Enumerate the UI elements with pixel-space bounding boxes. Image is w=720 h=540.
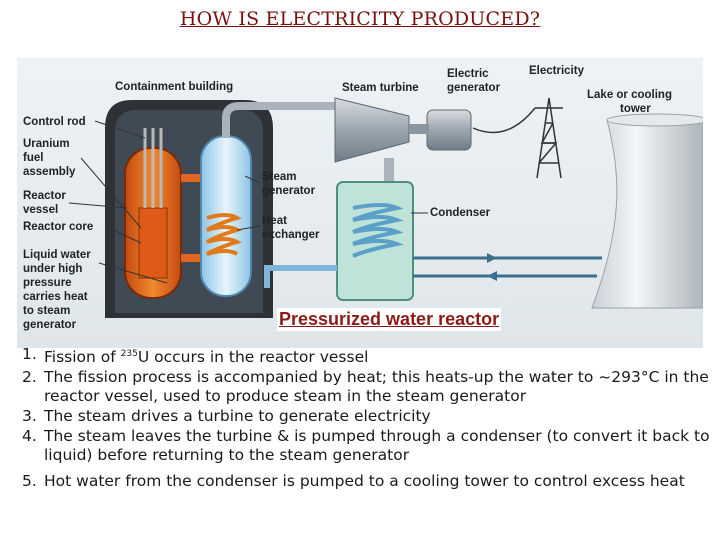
label-steam-generator-1: Steam xyxy=(262,171,297,183)
reactor-core xyxy=(138,207,168,279)
steam-turbine xyxy=(334,97,410,163)
step-item: 2. The fission process is accompanied by… xyxy=(22,368,712,406)
step-text: Hot water from the condenser is pumped t… xyxy=(44,472,685,490)
label-uranium-3: assembly xyxy=(23,166,76,178)
label-uranium-1: Uranium xyxy=(23,138,70,150)
page-title: HOW IS ELECTRICITY PRODUCED? xyxy=(179,8,541,30)
electric-generator xyxy=(426,109,472,151)
step-text: U occurs in the reactor vessel xyxy=(137,348,369,366)
step-number: 2. xyxy=(22,368,37,386)
step-number: 3. xyxy=(22,407,37,425)
label-heat-exchanger-1: Heat xyxy=(262,215,287,227)
cooling-tower xyxy=(591,119,703,309)
step-text: The steam drives a turbine to generate e… xyxy=(44,407,431,425)
step-item: 3. The steam drives a turbine to generat… xyxy=(22,407,712,426)
label-reactor-vessel-1: Reactor xyxy=(23,190,66,202)
label-liquid-water-5: to steam xyxy=(23,305,70,317)
label-reactor-core: Reactor core xyxy=(23,221,93,233)
label-steam-generator-2: generator xyxy=(262,185,316,197)
label-containment-building: Containment building xyxy=(115,81,233,93)
transmission-tower xyxy=(472,97,563,179)
label-lake-1: Lake or cooling xyxy=(587,89,672,101)
step-text-pre: Fission of xyxy=(44,348,121,366)
label-electricity: Electricity xyxy=(529,65,585,77)
steps-list: 1. Fission of 235U occurs in the reactor… xyxy=(22,345,712,492)
label-control-rod: Control rod xyxy=(23,116,86,128)
step-item: 1. Fission of 235U occurs in the reactor… xyxy=(22,345,712,367)
step-number: 1. xyxy=(22,345,37,363)
step-number: 5. xyxy=(22,472,37,490)
isotope-mass-number: 235 xyxy=(120,349,138,359)
label-liquid-water-4: carries heat xyxy=(23,291,88,303)
label-uranium-2: fuel xyxy=(23,152,43,164)
cooling-tower-top xyxy=(606,113,703,127)
label-heat-exchanger-2: exchanger xyxy=(262,229,320,241)
step-number: 4. xyxy=(22,427,37,445)
label-liquid-water-3: pressure xyxy=(23,277,72,289)
step-item: 4. The steam leaves the turbine & is pum… xyxy=(22,427,712,465)
label-liquid-water-6: generator xyxy=(23,319,77,331)
heat-exchanger-coil xyxy=(205,213,242,256)
label-liquid-water-2: under high xyxy=(23,263,82,275)
step-text: The steam leaves the turbine & is pumped… xyxy=(44,427,710,464)
reactor-diagram: Control rod Uranium fuel assembly Reacto… xyxy=(17,58,703,348)
diagram-caption: Pressurized water reactor xyxy=(277,308,502,331)
label-steam-turbine: Steam turbine xyxy=(342,82,419,94)
condenser-coil xyxy=(352,203,404,258)
label-reactor-vessel-2: vessel xyxy=(23,204,58,216)
label-electric-generator-1: Electric xyxy=(447,68,489,80)
step-text: The fission process is accompanied by he… xyxy=(44,368,709,405)
step-item: 5. Hot water from the condenser is pumpe… xyxy=(22,472,712,491)
label-lake-2: tower xyxy=(620,103,651,115)
label-condenser: Condenser xyxy=(430,207,491,219)
label-liquid-water-1: Liquid water xyxy=(23,249,91,261)
label-electric-generator-2: generator xyxy=(447,82,501,94)
